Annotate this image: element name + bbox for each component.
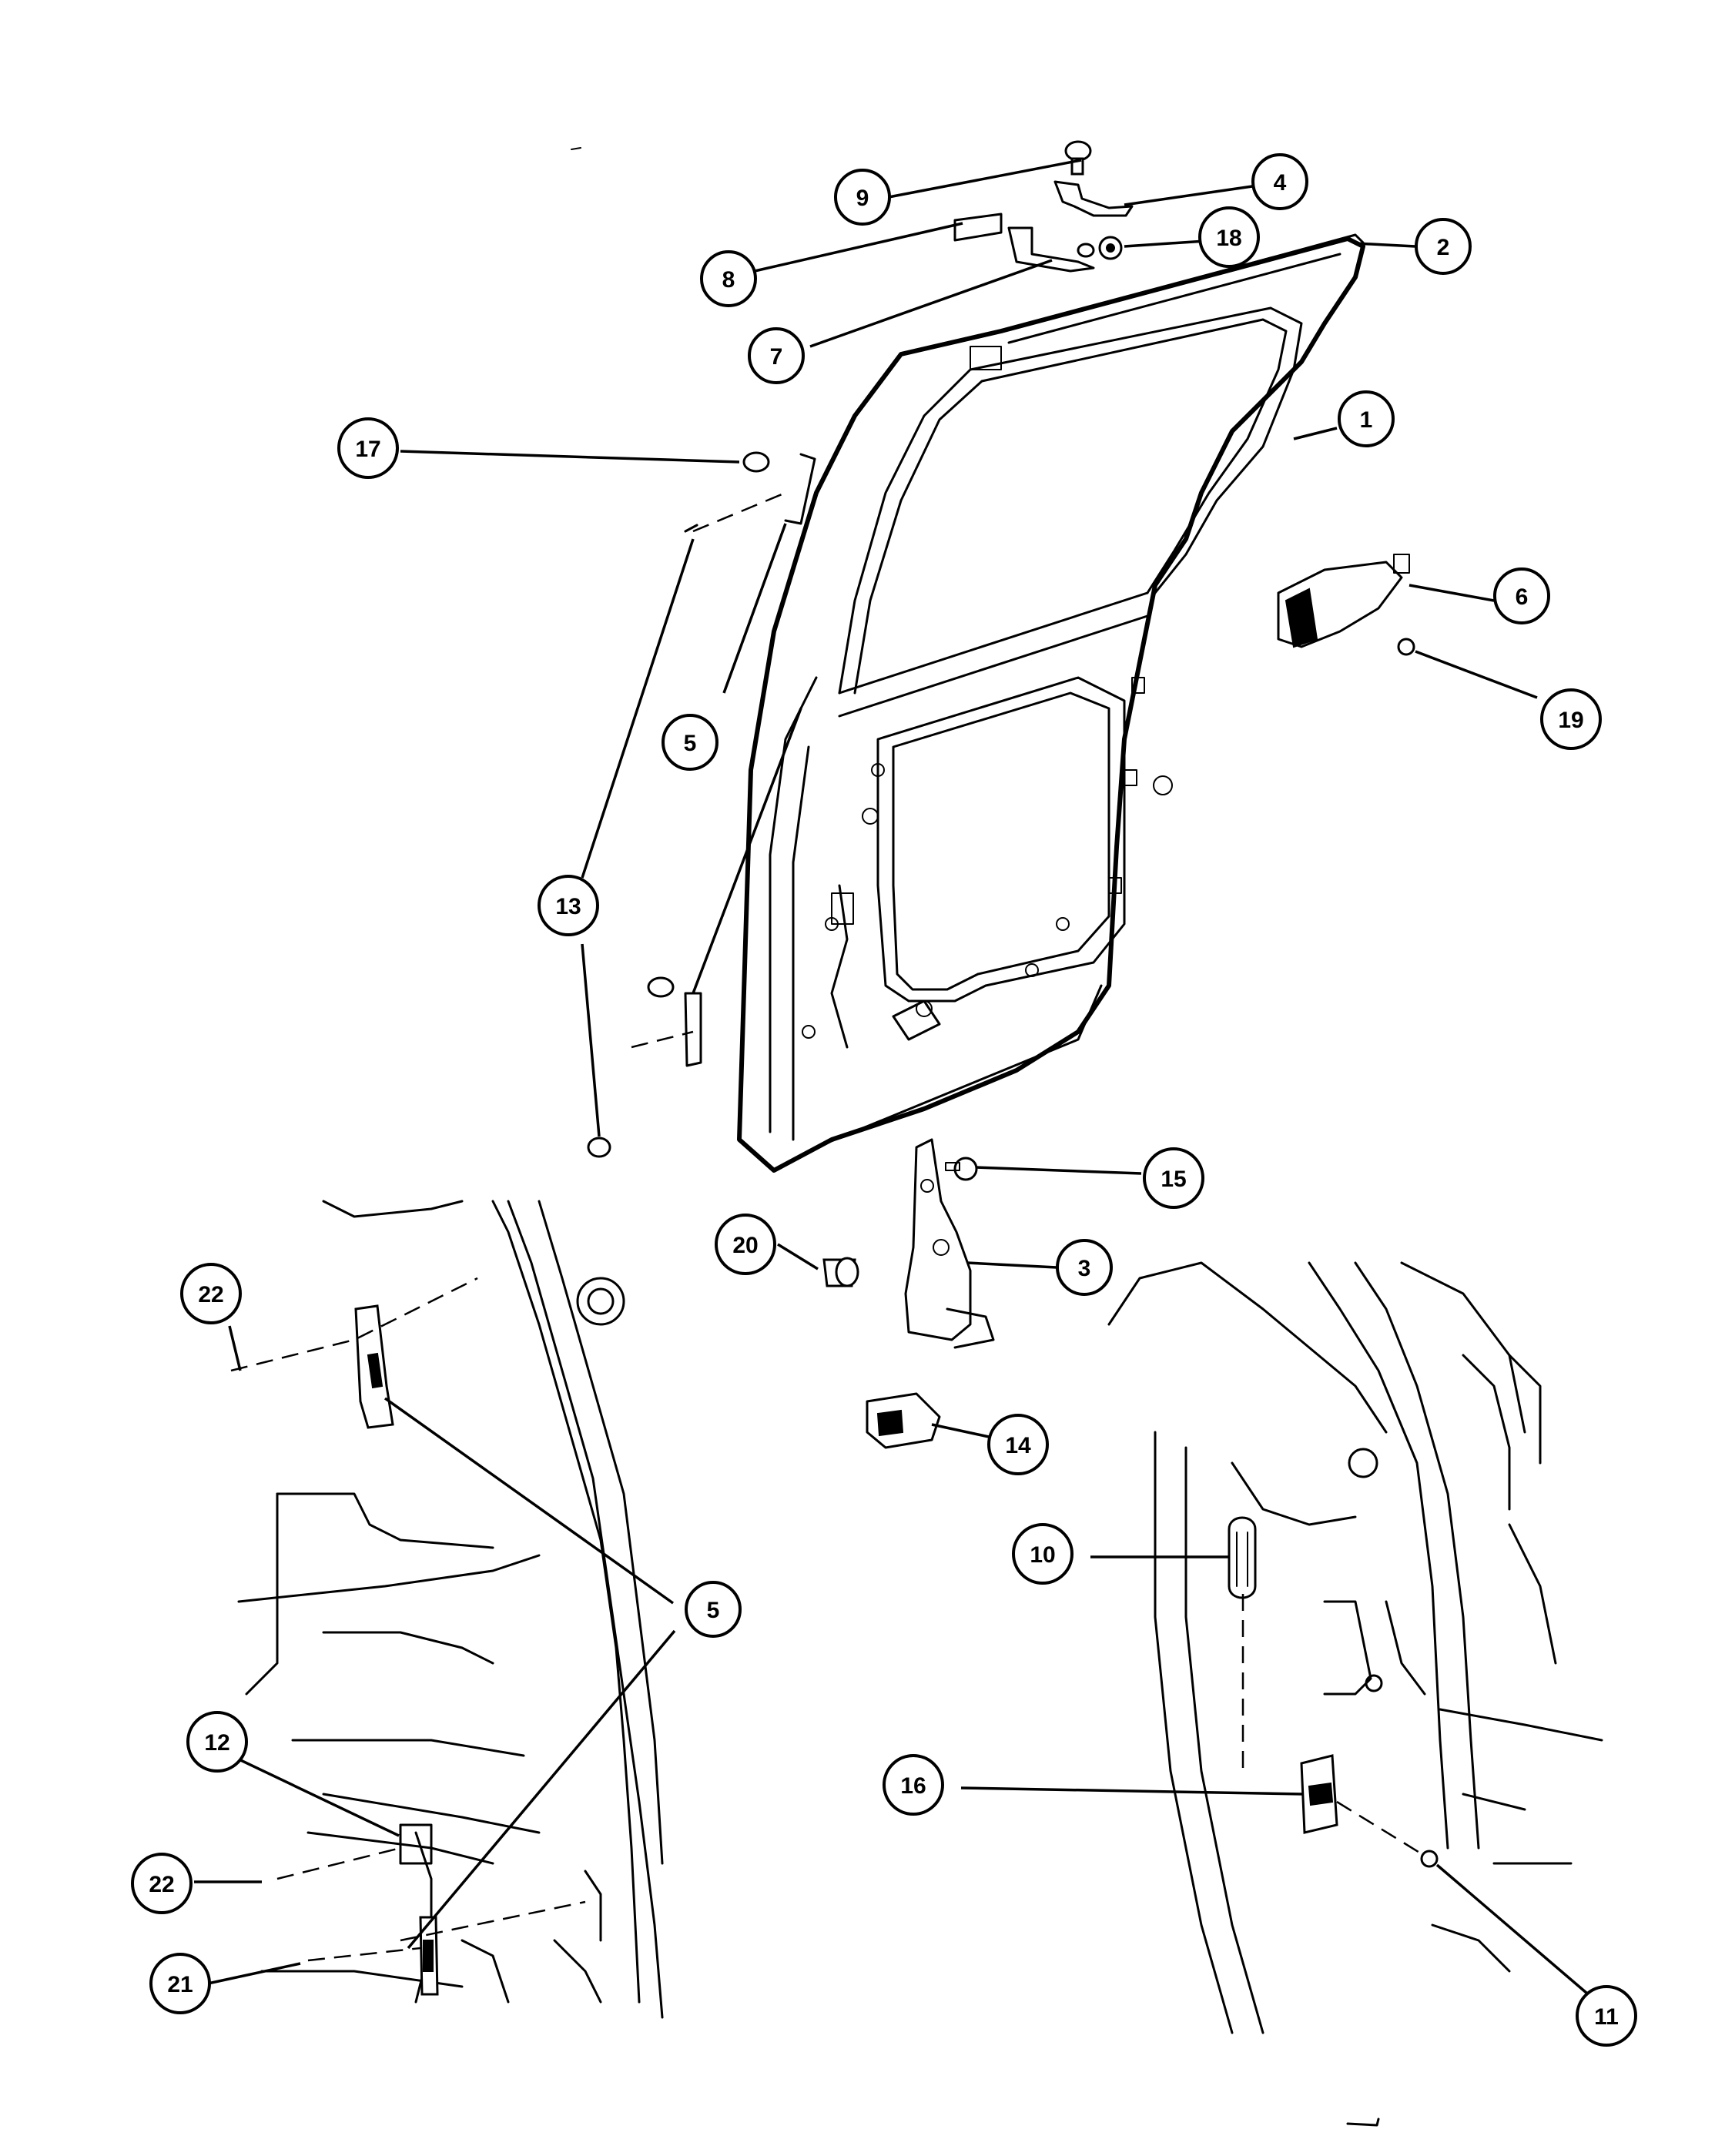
svg-text:1: 1 [1360,407,1373,433]
door-handle-6 [1277,554,1410,648]
callout-12: 12 [186,1711,248,1773]
stray-mark-top [571,147,581,150]
callout-18: 18 [1198,206,1260,268]
svg-text:18: 18 [1216,226,1241,251]
bolt-9 [1064,140,1092,176]
svg-text:19: 19 [1558,708,1583,733]
callout-17: 17 [337,417,399,479]
svg-text:22: 22 [198,1282,223,1307]
svg-text:17: 17 [355,437,380,462]
bumper-20 [822,1257,859,1287]
callout-2: 2 [1415,218,1472,275]
callout-19: 19 [1540,688,1602,750]
callout-14: 14 [987,1414,1049,1475]
svg-text:11: 11 [1594,2004,1619,2030]
sliding-door-shell [737,233,1365,1173]
svg-text:22: 22 [149,1872,174,1897]
callout-22-upper: 22 [180,1263,242,1324]
leader-lines [194,159,1599,2004]
callout-13: 13 [538,875,599,936]
callout-9: 9 [834,169,891,226]
inset-left-body [230,1200,664,2019]
callout-3: 3 [1056,1239,1113,1296]
callout-1: 1 [1338,390,1395,447]
svg-text:5: 5 [684,731,697,756]
callout-4: 4 [1251,153,1308,210]
callout-8: 8 [700,250,757,307]
bracket-4 [1053,180,1134,217]
stray-mark-bottom [1346,2118,1380,2127]
callout-21: 21 [149,1953,211,2014]
callout-20: 20 [715,1214,776,1275]
svg-text:4: 4 [1274,170,1287,196]
svg-text:10: 10 [1030,1542,1055,1568]
callout-6: 6 [1493,567,1550,624]
svg-text:6: 6 [1516,584,1529,610]
bumper-13 [587,976,702,1158]
svg-text:7: 7 [770,344,783,370]
callout-15: 15 [1143,1147,1204,1209]
svg-text:5: 5 [707,1598,720,1623]
callout-11: 11 [1576,1985,1637,2047]
upper-roller-7 [1007,226,1095,273]
callout-22-lower: 22 [131,1853,193,1914]
callout-16: 16 [883,1754,944,1816]
svg-text:2: 2 [1437,235,1450,260]
callout-5-upper: 5 [662,714,718,771]
plate-8 [953,213,1003,242]
lower-hinge-3 [904,1138,995,1349]
bolt-19 [1397,638,1415,656]
callout-5-lower: 5 [685,1581,742,1638]
svg-text:16: 16 [900,1773,926,1799]
nut-18 [1098,236,1123,260]
svg-text:8: 8 [722,267,735,293]
callout-10: 10 [1012,1523,1074,1585]
svg-text:15: 15 [1161,1167,1186,1192]
callout-7: 7 [748,327,805,384]
svg-text:21: 21 [167,1972,193,1997]
plate-5-exploded [684,453,816,533]
bumper-17 [742,451,770,473]
nut-15 [945,1157,978,1181]
svg-text:13: 13 [555,894,581,919]
svg-text:20: 20 [732,1233,758,1258]
svg-text:3: 3 [1078,1256,1091,1281]
svg-text:12: 12 [204,1730,229,1756]
inset-right-body [1107,1261,1603,2034]
svg-text:9: 9 [856,186,869,211]
svg-text:14: 14 [1005,1433,1031,1458]
roller-14 [866,1392,941,1449]
